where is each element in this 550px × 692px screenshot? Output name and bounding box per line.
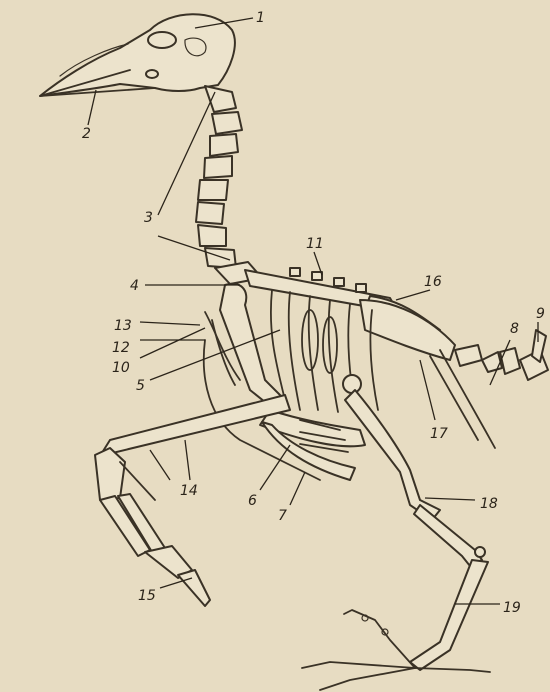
label-11: 11	[306, 236, 324, 252]
wing	[95, 395, 290, 606]
label-3: 3	[144, 210, 153, 226]
label-18: 18	[480, 496, 498, 512]
neck-vertebrae	[196, 86, 262, 284]
label-1: 1	[256, 10, 265, 26]
label-10: 10	[112, 360, 130, 376]
label-17: 17	[430, 426, 448, 442]
label-7: 7	[278, 508, 287, 524]
label-2: 2	[82, 126, 91, 142]
label-14: 14	[180, 483, 198, 499]
tail	[455, 330, 548, 380]
label-12: 12	[112, 340, 130, 356]
label-4: 4	[130, 278, 139, 294]
label-16: 16	[424, 274, 442, 290]
label-9: 9	[536, 306, 545, 322]
label-5: 5	[136, 378, 145, 394]
label-19: 19	[503, 600, 521, 616]
label-15: 15	[138, 588, 156, 604]
label-8: 8	[510, 321, 519, 337]
label-6: 6	[248, 493, 257, 509]
label-13: 13	[114, 318, 132, 334]
